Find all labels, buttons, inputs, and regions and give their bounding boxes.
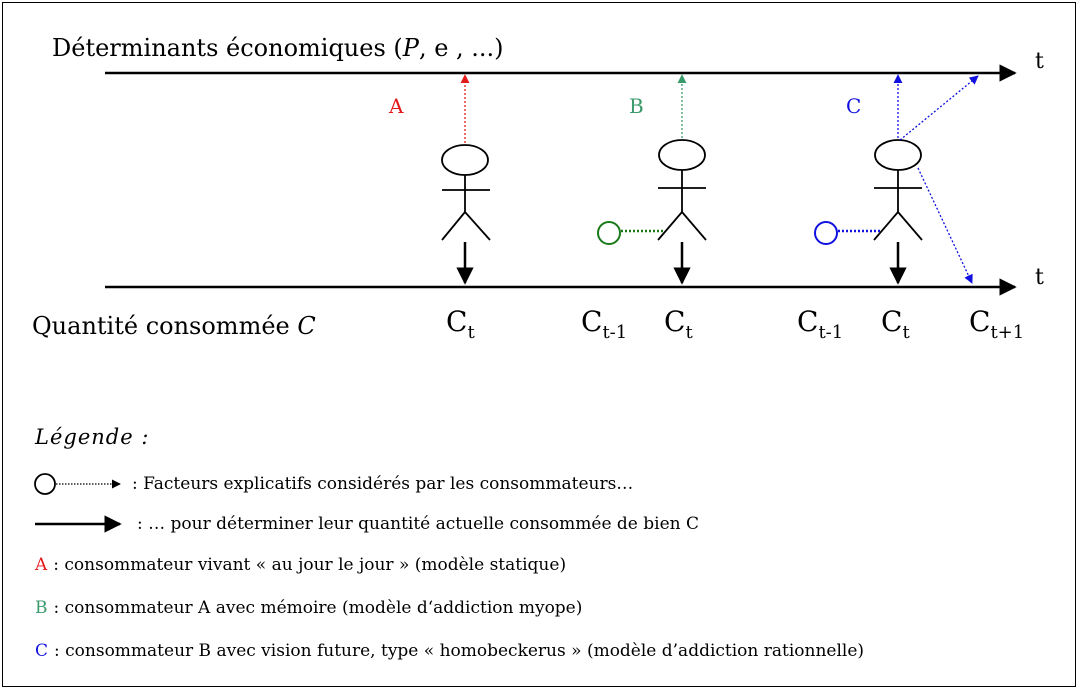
c-label-base: C <box>969 305 991 338</box>
c-label-a-current: Ct <box>446 308 475 342</box>
legend-item-c-text: : consommateur B avec vision future, typ… <box>54 641 865 661</box>
c-label-base: C <box>446 305 468 338</box>
legend-dotted-description: : Facteurs explicatifs considérés par le… <box>132 474 634 494</box>
c-label-base: C <box>664 305 686 338</box>
top-axis-label-rest: , e , ...) <box>418 34 504 62</box>
consumer-c-future-determinant-arrow <box>899 75 979 141</box>
legend-item-c: C: consommateur B avec vision future, ty… <box>35 643 864 660</box>
c-label-sub: t+1 <box>990 322 1025 343</box>
legend-item-a: A: consommateur vivant « au jour le jour… <box>35 557 566 574</box>
legend-item-c-letter: C <box>35 641 49 661</box>
legend-item-a-text: : consommateur vivant « au jour le jour … <box>53 555 567 575</box>
consumer-c-letter: C <box>846 94 862 118</box>
top-axis-label-prefix: Déterminants économiques ( <box>52 34 403 62</box>
legend-item-a-letter: A <box>35 555 48 575</box>
top-axis-label: Déterminants économiques (P, e , ...) <box>52 36 504 60</box>
consumer-c-future-consumption-arrow <box>917 167 973 284</box>
legend-item-b: B: consommateur A avec mémoire (modèle d… <box>35 600 582 617</box>
legend-item-b-text: : consommateur A avec mémoire (modèle d‘… <box>53 598 583 618</box>
c-label-b-past: Ct-1 <box>581 308 627 342</box>
consumer-b-letter: B <box>629 94 644 118</box>
top-axis-label-price-var: P <box>402 34 419 62</box>
legend-dotted-circle <box>34 473 56 495</box>
bottom-axis-time-label: t <box>1035 265 1044 290</box>
legend-item-b-letter: B <box>35 598 48 618</box>
c-label-sub: t <box>902 322 910 343</box>
consumer-c-memory-circle <box>814 221 838 245</box>
bottom-axis-label-text: Quantité consommée <box>32 312 290 340</box>
legend-title: Légende : <box>35 425 150 449</box>
bottom-axis-label: Quantité consommée C <box>32 314 316 338</box>
c-label-base: C <box>581 305 603 338</box>
c-label-base: C <box>797 305 819 338</box>
top-axis-time-label: t <box>1035 49 1044 74</box>
consumer-b-figure <box>657 139 707 241</box>
c-label-sub: t-1 <box>602 322 628 343</box>
c-label-b-current: Ct <box>664 308 693 342</box>
c-label-c-current: Ct <box>881 308 910 342</box>
bottom-axis-label-var: C <box>297 312 316 340</box>
c-label-base: C <box>881 305 903 338</box>
legend-solid-description: : … pour déterminer leur quantité actuel… <box>137 514 699 534</box>
c-label-sub: t <box>467 322 475 343</box>
c-label-c-future: Ct+1 <box>969 308 1024 342</box>
consumer-b-memory-circle <box>597 221 621 245</box>
consumer-c-figure <box>873 139 923 241</box>
consumer-a-letter: A <box>389 94 404 118</box>
c-label-sub: t <box>685 322 693 343</box>
consumer-a-figure <box>441 144 491 241</box>
c-label-sub: t-1 <box>818 322 844 343</box>
c-label-c-past: Ct-1 <box>797 308 843 342</box>
